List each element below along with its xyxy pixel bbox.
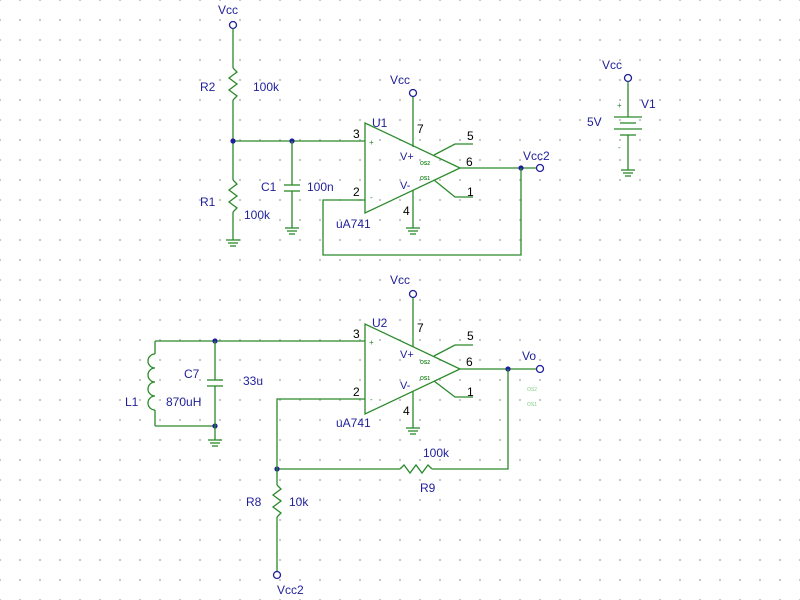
voltage-source-v1-value: 5V <box>587 115 602 129</box>
resistor-r1[interactable]: R1 100k <box>200 179 271 222</box>
resistor-r8[interactable]: R8 10k <box>246 469 309 571</box>
capacitor-c7-ref: C7 <box>184 367 200 381</box>
ground-symbol <box>406 427 420 435</box>
resistor-r8-value: 10k <box>289 495 309 509</box>
net-label-vcc: Vcc <box>602 58 622 72</box>
pin-number-5: 5 <box>467 329 474 343</box>
vcc-terminal-u2[interactable]: Vcc <box>390 273 418 299</box>
resistor-r2[interactable]: R2 100k <box>200 67 280 101</box>
resistor-r1-ref: R1 <box>200 195 216 209</box>
resistor-r2-value: 100k <box>253 80 280 94</box>
os2-label: OS2 <box>420 161 430 167</box>
vplus-label: V+ <box>400 151 414 163</box>
resistor-r9-ref: R9 <box>420 481 436 495</box>
pin-number-7: 7 <box>417 122 424 136</box>
os2-label: OS2 <box>420 360 430 366</box>
plus-sign: + <box>617 101 622 110</box>
ground-symbol <box>208 439 222 447</box>
capacitor-c1-ref: C1 <box>261 180 277 194</box>
opamp-u2-part: uA741 <box>336 416 371 430</box>
net-label-vcc: Vcc <box>218 3 238 17</box>
pin-number-3: 3 <box>353 327 360 341</box>
ground-symbol <box>226 239 240 247</box>
plus-sign: + <box>369 338 374 347</box>
inductor-l1-value: 870uH <box>166 395 201 409</box>
resistor-r8-ref: R8 <box>246 495 262 509</box>
vcc-terminal-r2[interactable]: Vcc <box>218 3 238 68</box>
pin-number-2: 2 <box>353 185 360 199</box>
voltage-source-v1-ref: V1 <box>641 97 656 111</box>
pin-number-6: 6 <box>466 155 473 169</box>
minus-sign: - <box>370 193 373 202</box>
capacitor-c7[interactable]: C7 33u <box>184 341 263 440</box>
resistor-r9-value: 100k <box>423 446 450 460</box>
net-label-vcc: Vcc <box>390 273 410 287</box>
pin-number-5: 5 <box>467 129 474 143</box>
circuit-u1-buffer: Vcc R2 100k R1 100k <box>200 3 550 256</box>
pin-number-4: 4 <box>403 204 410 218</box>
resistor-r9[interactable]: 100k R9 <box>399 446 450 495</box>
pin-number-1: 1 <box>467 185 474 199</box>
pin-number-1: 1 <box>467 385 474 399</box>
opamp-u2-ref: U2 <box>372 316 388 330</box>
faint-os1-label: OS1 <box>527 402 537 408</box>
net-label-vo: Vo <box>522 349 536 363</box>
voltage-source-v1[interactable]: Vcc + - 5V V1 <box>587 58 656 177</box>
plus-sign: + <box>369 138 374 147</box>
capacitor-c1[interactable]: C1 100n <box>261 141 334 228</box>
resistor-r1-value: 100k <box>244 208 271 222</box>
os1-label: OS1 <box>420 176 430 182</box>
inductor-l1-ref: L1 <box>125 395 139 409</box>
pin-number-2: 2 <box>353 385 360 399</box>
os1-label: OS1 <box>420 376 430 382</box>
inductor-l1[interactable]: L1 870uH <box>125 341 201 426</box>
vminus-label: V- <box>400 380 411 392</box>
pin-number-4: 4 <box>403 404 410 418</box>
vplus-label: V+ <box>400 349 414 361</box>
pin-number-3: 3 <box>353 127 360 141</box>
opamp-u1[interactable]: 3 2 + - V+ V- OS2 OS1 U1 uA741 7 4 5 1 6 <box>336 96 474 231</box>
capacitor-c1-value: 100n <box>307 180 334 194</box>
minus-sign: - <box>370 395 373 404</box>
ground-symbol <box>285 227 299 235</box>
opamp-u1-part: uA741 <box>336 217 371 231</box>
vcc2-input-terminal[interactable]: Vcc2 <box>272 570 305 598</box>
pin-number-7: 7 <box>417 321 424 335</box>
opamp-u1-ref: U1 <box>372 116 388 130</box>
vminus-label: V- <box>400 180 411 192</box>
faint-os2-label: OS2 <box>527 387 537 393</box>
ground-symbol <box>406 227 420 235</box>
circuit-u2-amplifier: L1 870uH C7 33u 3 2 + - V+ V- O <box>125 273 545 598</box>
net-label-vcc: Vcc <box>390 73 410 87</box>
net-label-vcc2: Vcc2 <box>277 583 304 597</box>
vcc2-output-terminal[interactable]: Vcc2 <box>523 149 550 173</box>
resistor-r2-ref: R2 <box>200 80 216 94</box>
net-label-vcc2: Vcc2 <box>523 149 550 163</box>
opamp-u2[interactable]: 3 2 + - V+ V- OS2 OS1 U2 uA741 7 4 5 1 6 <box>336 297 474 430</box>
pin-number-6: 6 <box>466 355 473 369</box>
junction-dot <box>230 138 236 144</box>
vcc-terminal-u1[interactable]: Vcc <box>390 73 418 98</box>
capacitor-c7-value: 33u <box>243 374 263 388</box>
vo-output-terminal[interactable]: Vo <box>522 349 545 374</box>
minus-sign: - <box>618 143 621 152</box>
